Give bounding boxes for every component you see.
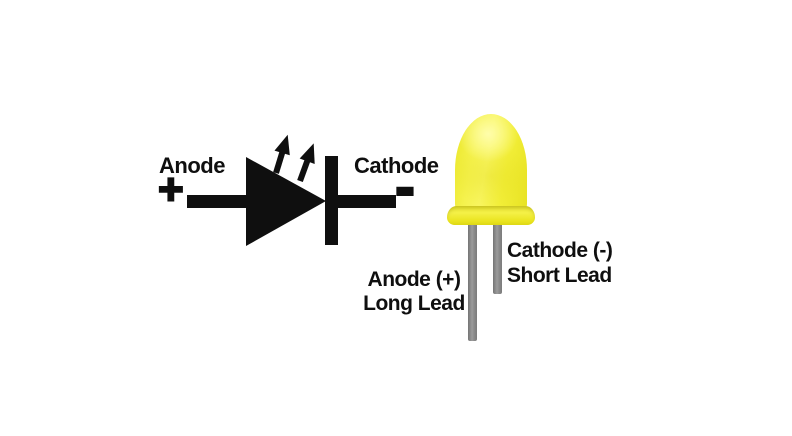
cathode-lead-label-line1: Cathode (-) — [507, 239, 613, 262]
light-emission-arrow-icon — [297, 143, 315, 183]
light-emission-arrow-icon — [273, 134, 290, 174]
diode-triangle-icon — [246, 157, 326, 246]
led-flange — [447, 206, 535, 225]
led-anode-long-lead — [468, 222, 477, 341]
led-body — [455, 114, 527, 214]
cathode-bar-icon — [325, 156, 338, 245]
anode-lead-label-line1: Anode (+) — [367, 268, 461, 291]
cathode-wire — [337, 195, 396, 208]
led-cathode-short-lead — [493, 222, 502, 294]
minus-sign: - — [394, 153, 416, 220]
anode-lead-label-line2: Long Lead — [363, 292, 465, 315]
cathode-lead-label-line2: Short Lead — [507, 264, 612, 287]
plus-sign: + — [157, 165, 185, 214]
anode-label: Anode — [159, 153, 225, 178]
anode-lead-label: Anode (+) Long Lead — [334, 268, 494, 316]
cathode-lead-label: Cathode (-) Short Lead — [507, 238, 613, 288]
cathode-label: Cathode — [354, 153, 439, 178]
anode-wire — [187, 195, 247, 208]
led-schematic-symbol-icon — [187, 134, 396, 246]
